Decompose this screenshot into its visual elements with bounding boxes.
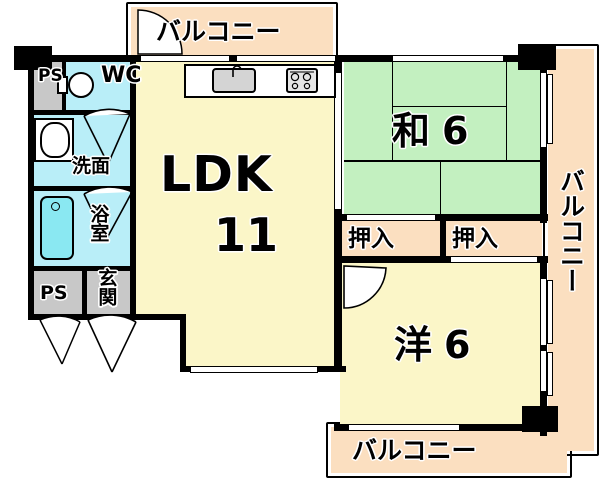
closet-left-door[interactable] (346, 214, 436, 221)
kitchen-sink (212, 68, 256, 93)
wall-bath-bottom (34, 266, 134, 271)
window-yoshitsu-right (540, 278, 547, 346)
tatami-seam (506, 62, 507, 160)
door-swing-wc[interactable] (78, 108, 136, 168)
balcony-label-right: バルコニー (556, 168, 586, 293)
ps-label-bottom: PS (40, 282, 68, 304)
room-size-washitsu: 6 (442, 109, 468, 153)
wall-closet-top (340, 214, 548, 221)
room-label-yoshitsu: 洋 (394, 323, 432, 367)
room-label-washroom: 洗面 (72, 155, 111, 177)
door-swing-balcony-top[interactable] (134, 6, 186, 58)
room-entrance-floor (86, 270, 136, 320)
wall-closet-divider (440, 220, 446, 260)
ps-label-top: PS (38, 66, 63, 86)
tatami-seam (344, 160, 540, 162)
closet-label-right: 押入 (452, 226, 498, 252)
tatami-seam (392, 106, 506, 107)
room-washitsu-floor (344, 62, 540, 220)
toilet-tank (57, 76, 68, 94)
window-yoshitsu-bottom (348, 424, 460, 431)
room-ldk-floor-lower (186, 300, 340, 372)
door-swing-bathroom[interactable] (78, 186, 136, 244)
pillar-top-right (518, 44, 556, 70)
window-washitsu-top (392, 55, 504, 62)
closet-label-left: 押入 (348, 226, 394, 252)
wall-wc-bottom (34, 110, 134, 115)
tatami-seam (392, 106, 393, 160)
bathtub (40, 196, 74, 260)
window-ldk-bottom (190, 366, 318, 373)
stove-burners-icon (290, 71, 314, 90)
pillar-bottom-right (522, 406, 558, 432)
balcony-label-bottom: バルコニー (352, 436, 477, 465)
room-ldk-floor (136, 60, 340, 318)
balcony-right (548, 49, 594, 451)
pillar-top-left (14, 46, 52, 70)
vanity-sink (40, 122, 70, 158)
kitchen-faucet-icon (232, 65, 242, 77)
tatami-seam (440, 162, 441, 220)
wall-ldk-lower-jog (180, 314, 186, 372)
wall-ps-entrance (82, 270, 87, 320)
window-kitchen-top (236, 55, 336, 62)
wall-wet-top (28, 55, 136, 62)
toilet-bowl (68, 72, 94, 98)
window-yoshitsu-right-2 (540, 350, 547, 392)
wall-washroom-bath (34, 186, 134, 191)
wall-ldk-jog-top (130, 314, 186, 320)
room-label-bathroom: 浴室 (87, 204, 110, 242)
sliding-door-ldk-washitsu[interactable] (334, 72, 342, 210)
ps-bottom-box (34, 270, 84, 320)
room-label-washitsu: 和 (392, 109, 430, 153)
balcony-bottom (331, 427, 567, 473)
wall-wet-left (28, 55, 34, 320)
window-washitsu-right (540, 72, 547, 148)
door-swing-entrance[interactable] (84, 314, 140, 376)
closet-right-door[interactable] (450, 256, 538, 263)
wall-bath-right (130, 186, 136, 270)
room-label-toilet: WC (101, 63, 142, 88)
door-swing-ps-bottom[interactable] (36, 315, 84, 368)
wall-ldk-yoshitsu (334, 262, 342, 372)
wall-ldk-closet (334, 214, 342, 272)
balcony-label-top: バルコニー (156, 17, 281, 46)
room-label-ldk: LDK (160, 146, 273, 203)
room-size-yoshitsu: 6 (444, 323, 470, 367)
tatami-seam (392, 62, 393, 106)
wall-yoshitsu-right (540, 256, 547, 436)
balcony-right-rail-lower2 (547, 352, 553, 396)
room-size-ldk: 11 (214, 208, 279, 262)
room-label-entrance: 玄関 (95, 268, 118, 306)
window-ldk-top (140, 55, 230, 62)
closet-left-floor (342, 220, 440, 260)
balcony-right-rail-lower (547, 280, 553, 344)
balcony-right-rail-upper (547, 74, 553, 144)
bathtub-drain-icon (51, 202, 60, 211)
closet-right-floor (446, 220, 542, 260)
door-swing-yoshitsu[interactable] (342, 264, 388, 310)
